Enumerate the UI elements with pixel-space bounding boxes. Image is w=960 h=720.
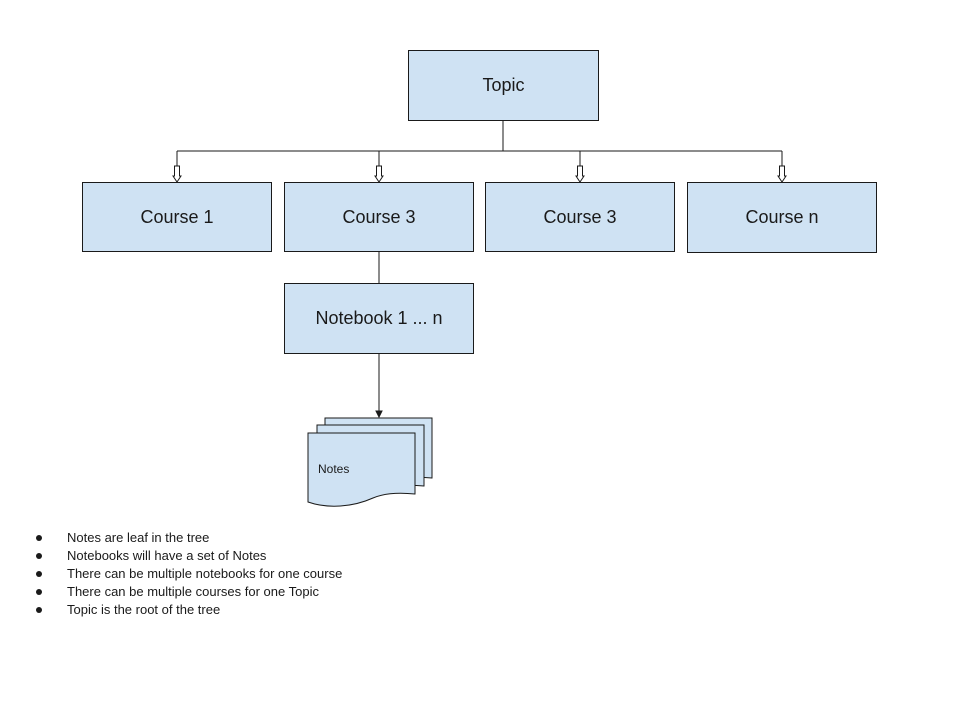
bullet-icon [36,607,42,613]
course-node-3: Course 3 [485,182,675,252]
arrowhead-course-4 [777,165,787,183]
arrowhead-course-3 [575,165,585,183]
arrowhead-course-1 [172,165,182,183]
notebook-node: Notebook 1 ... n [284,283,474,354]
bullet-icon [36,589,42,595]
notes-document-front [307,432,416,507]
description-text: Notebooks will have a set of Notes [67,548,267,563]
description-text: There can be multiple notebooks for one … [67,566,343,581]
description-item: Notebooks will have a set of Notes [30,547,370,565]
bullet-icon [36,553,42,559]
course-node-1: Course 1 [82,182,272,252]
bullet-icon [36,535,42,541]
description-item: Notes are leaf in the tree [30,529,370,547]
course-node-2: Course 3 [284,182,474,252]
description-item: There can be multiple courses for one To… [30,583,370,601]
notes-label: Notes [318,462,350,476]
description-list: Notes are leaf in the tree Notebooks wil… [30,529,370,619]
description-item: There can be multiple notebooks for one … [30,565,370,583]
topic-node: Topic [408,50,599,121]
notes-shape [307,417,433,507]
course-node-n: Course n [687,182,877,253]
arrowhead-course-2 [374,165,384,183]
description-text: Notes are leaf in the tree [67,530,210,545]
description-item: Topic is the root of the tree [30,601,370,619]
arrowhead-notes [375,410,383,419]
description-text: Topic is the root of the tree [67,602,221,617]
description-text: There can be multiple courses for one To… [67,584,319,599]
bullet-icon [36,571,42,577]
